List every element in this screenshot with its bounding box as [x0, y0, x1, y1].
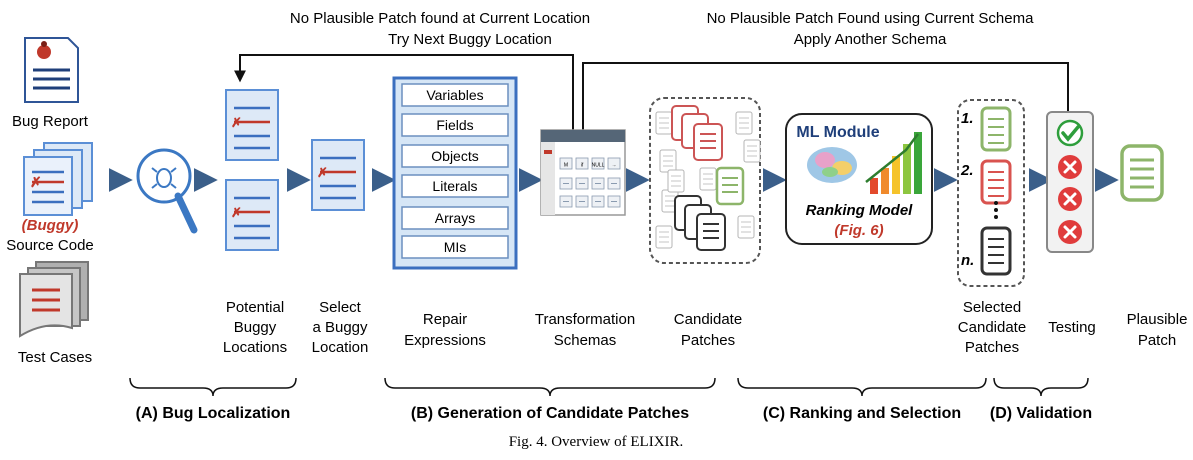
ellipsis-dot: [994, 201, 998, 205]
repair-expression-box: [401, 235, 509, 259]
schema-cell: [591, 157, 605, 170]
schema-cell-label: if: [581, 163, 584, 169]
repair-expression-box: [401, 174, 509, 198]
bracket-d: [993, 377, 1089, 397]
fail-icon: [1058, 155, 1082, 179]
phase-a-label: (A) Bug Localization: [136, 405, 291, 422]
plausible-patch-line2: Patch: [1138, 332, 1176, 349]
svg-text:✗: ✗: [231, 115, 242, 130]
pass-icon: [1056, 119, 1084, 147]
feedback-schema-line2: Apply Another Schema: [794, 31, 947, 48]
repair-expression-item: Objects: [431, 148, 478, 164]
repair-expression-item: MIs: [444, 239, 467, 255]
repair-expressions-line2: Expressions: [404, 332, 486, 349]
schema-cell-label: NULL: [592, 163, 605, 169]
svg-text:✗: ✗: [231, 205, 242, 220]
selected-location-icon: ✗: [311, 139, 365, 211]
bracket-c: [737, 377, 987, 397]
plausible-patch-line1: Plausible: [1127, 311, 1188, 328]
test-cases-label: Test Cases: [18, 349, 92, 366]
selected-patches-line1: Selected: [963, 299, 1021, 316]
bug-report-icon: [24, 37, 79, 103]
ml-module-ref: (Fig. 6): [834, 222, 883, 239]
ellipsis-dot: [994, 215, 998, 219]
gray-patch-stack: [674, 195, 726, 251]
figure-caption: Fig. 4. Overview of ELIXIR.: [509, 434, 684, 450]
source-code-label: Source Code: [6, 237, 94, 254]
repair-expressions-line1: Repair: [423, 311, 467, 328]
green-patch: [715, 166, 745, 206]
fail-icon: [1058, 187, 1082, 211]
selected-patches-line3: Patches: [965, 339, 1019, 356]
rank-1: 1.: [961, 110, 974, 127]
caption-prefix: Fig. 4. Overview of: [509, 434, 631, 450]
repair-expression-item: Literals: [432, 178, 477, 194]
potential-locations-line1: Potential: [226, 299, 284, 316]
feedback-location-line2: Try Next Buggy Location: [388, 31, 552, 48]
potential-locations-line3: Locations: [223, 339, 287, 356]
schema-cell: [575, 157, 589, 170]
select-location-line2: a Buggy: [312, 319, 368, 336]
schema-cell-label: →: [612, 163, 617, 169]
bracket-b: [384, 377, 716, 397]
phase-d-label: (D) Validation: [990, 405, 1092, 422]
selected-patches-list: 1. 2. n.: [957, 99, 1025, 287]
repair-expression-item: Arrays: [435, 210, 475, 226]
potential-locations-icon: ✗ ✗: [225, 89, 279, 251]
red-patch-stack: [671, 105, 723, 161]
ml-module-model: Ranking Model: [806, 202, 914, 219]
feedback-schema-line1: No Plausible Patch Found using Current S…: [707, 10, 1035, 27]
feedback-loop-schema: No Plausible Patch Found using Current S…: [577, 10, 1069, 158]
selected-patches-line2: Candidate: [958, 319, 1026, 336]
phase-brackets: [129, 377, 1089, 397]
testing-label: Testing: [1048, 319, 1096, 336]
transformation-schemas-line2: Schemas: [554, 332, 617, 349]
testing-panel: [1046, 111, 1094, 253]
phase-c-label: (C) Ranking and Selection: [763, 405, 961, 422]
select-location-line1: Select: [319, 299, 362, 316]
schema-cell: [607, 157, 621, 170]
brain-icon: [807, 147, 857, 183]
schema-cell: [559, 157, 573, 170]
ml-module-title: ML Module: [796, 124, 879, 141]
feedback-location-line1: No Plausible Patch found at Current Loca…: [290, 10, 590, 27]
repair-expression-box: [401, 113, 509, 137]
svg-text:✗: ✗: [317, 165, 328, 180]
growth-bars-icon: [865, 132, 922, 194]
magnifier-icon: [136, 148, 198, 234]
repair-expression-box: [401, 144, 509, 168]
ml-module-box: ML Module Ranking Model (Fig. 6): [785, 113, 933, 245]
potential-locations-line2: Buggy: [234, 319, 277, 336]
bug-report-label: Bug Report: [12, 113, 89, 130]
phase-b-label: (B) Generation of Candidate Patches: [411, 405, 689, 422]
repair-expression-item: Variables: [426, 87, 483, 103]
ellipsis-dot: [994, 208, 998, 212]
rank-n: n.: [961, 252, 974, 269]
bracket-a: [129, 377, 297, 397]
plausible-patch-icon: [1120, 144, 1164, 202]
schema-cell-label: M: [564, 163, 568, 169]
repair-expression-box: [401, 206, 509, 230]
repair-expression-box: [401, 83, 509, 107]
candidate-patches-cluster: [649, 97, 761, 264]
test-cases-icon: [19, 261, 89, 338]
transformation-schemas-line1: Transformation: [535, 311, 635, 328]
candidate-patches-line1: Candidate: [674, 311, 742, 328]
source-code-icon: ✗: [23, 142, 93, 216]
fail-icon: [1058, 220, 1082, 244]
rank-2: 2.: [960, 162, 974, 179]
candidate-patches-line2: Patches: [681, 332, 735, 349]
svg-text:✗: ✗: [30, 174, 42, 190]
caption-name: ELIXIR: [630, 434, 679, 450]
buggy-label: (Buggy): [22, 217, 79, 234]
caption-suffix: .: [680, 434, 684, 450]
feedback-loop-location: No Plausible Patch found at Current Loca…: [234, 10, 590, 155]
select-location-line3: Location: [312, 339, 369, 356]
repair-expression-item: Fields: [436, 117, 473, 133]
